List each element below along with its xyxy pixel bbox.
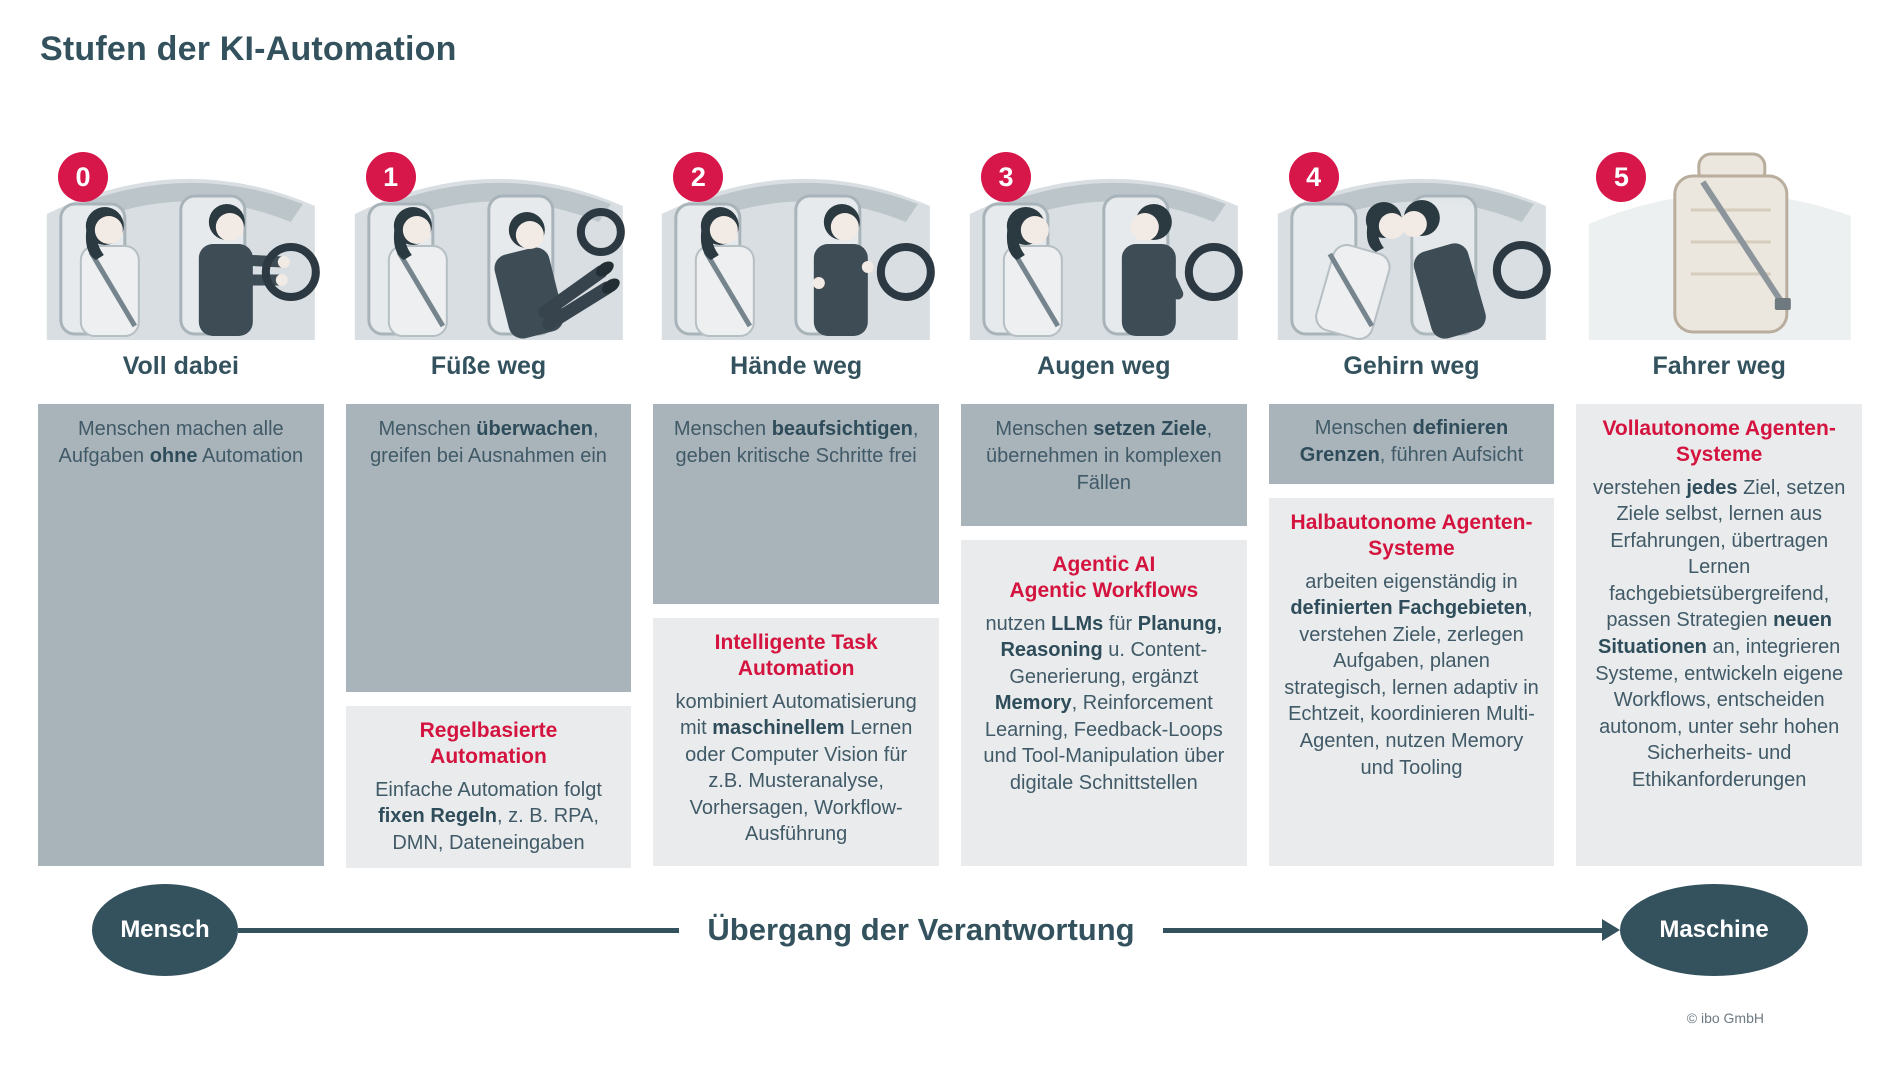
- level-3-title: Augen weg: [1037, 352, 1171, 380]
- car-scene-level-1-illustration: [354, 178, 625, 340]
- copyright-note: © ibo GmbH: [1686, 1010, 1764, 1026]
- level-1-ai-title: Regelbasierte Automation: [419, 719, 558, 769]
- level-4-human-role-box: Menschen definieren Grenzen, führen Aufs…: [1268, 404, 1555, 484]
- level-column-3: 3 Augen weg: [960, 128, 1247, 866]
- level-5-boxes: Vollautonome Agenten- Systeme verstehen …: [1576, 404, 1862, 866]
- level-column-0: 0: [38, 128, 324, 866]
- transition-line-left: [238, 927, 680, 933]
- level-0-figure: 0: [38, 128, 324, 340]
- level-0-title: Voll dabei: [122, 352, 239, 380]
- level-1-boxes: Menschen überwachen, greifen bei Ausnahm…: [345, 404, 632, 869]
- levels-grid: 0: [38, 128, 1862, 869]
- level-1-ai-text: Einfache Automation folgt fixen Regeln, …: [375, 778, 602, 854]
- level-4-title: Gehirn weg: [1343, 352, 1480, 380]
- level-5-number-badge: 5: [1596, 152, 1647, 202]
- level-5-figure: 5: [1576, 128, 1862, 340]
- level-2-human-role-box: Menschen beaufsichtigen, geben kritische…: [653, 404, 939, 604]
- level-1-figure: 1: [346, 128, 632, 340]
- transition-line-arrow: [1162, 927, 1605, 933]
- level-1-ai-capability-box: Regelbasierte Automation Einfache Automa…: [345, 706, 632, 869]
- level-3-boxes: Menschen setzen Ziele, übernehmen in kom…: [960, 404, 1247, 866]
- level-2-number-badge: 2: [673, 152, 724, 202]
- level-0-human-role-box: Menschen machen alle Aufgaben ohne Autom…: [38, 404, 324, 866]
- transition-label: Übergang der Verantwortung: [707, 912, 1135, 947]
- level-1-human-text: Menschen überwachen, greifen bei Ausnahm…: [370, 418, 607, 467]
- level-2-figure: 2: [653, 128, 939, 340]
- level-1-number-badge: 1: [365, 152, 416, 202]
- car-scene-level-4-illustration: [1277, 178, 1551, 340]
- level-4-human-text: Menschen definieren Grenzen, führen Aufs…: [1299, 417, 1524, 466]
- level-3-ai-text: nutzen LLMs für Planung, Reasoning u. Co…: [983, 612, 1225, 795]
- level-0-human-text: Menschen machen alle Aufgaben ohne Autom…: [58, 418, 304, 467]
- level-5-title: Fahrer weg: [1652, 352, 1786, 380]
- level-4-ai-capability-box: Halbautonome Agenten- Systeme arbeiten e…: [1268, 498, 1555, 866]
- level-4-number-badge: 4: [1288, 152, 1339, 202]
- page-title: Stufen der KI-Automation: [40, 30, 457, 68]
- level-column-1: 1: [345, 128, 632, 869]
- level-5-ai-title: Vollautonome Agenten- Systeme: [1602, 417, 1836, 467]
- level-2-ai-title: Intelligente Task Automation: [714, 631, 878, 681]
- level-1-human-role-box: Menschen überwachen, greifen bei Ausnahm…: [345, 404, 632, 692]
- mensch-oval: Mensch: [92, 884, 238, 976]
- responsibility-transition-band: Mensch Übergang der Verantwortung Maschi…: [92, 882, 1809, 978]
- level-column-2: 2: [653, 128, 939, 866]
- level-3-figure: 3: [961, 128, 1247, 340]
- level-0-boxes: Menschen machen alle Aufgaben ohne Autom…: [38, 404, 324, 866]
- level-2-boxes: Menschen beaufsichtigen, geben kritische…: [653, 404, 939, 866]
- car-scene-level-2-illustration: [662, 178, 936, 340]
- level-column-4: 4 Gehirn weg: [1268, 128, 1555, 866]
- level-3-number-badge: 3: [980, 152, 1031, 202]
- level-5-ai-text: verstehen jedes Ziel, setzen Ziele selbs…: [1592, 476, 1846, 792]
- maschine-oval: Maschine: [1620, 884, 1809, 976]
- level-column-5: 5 Fahrer weg Vollautonome Agenten- Syste…: [1576, 128, 1862, 866]
- level-2-ai-text: kombiniert Automatisierung mit maschinel…: [675, 690, 917, 846]
- car-scene-level-0-illustration: [46, 178, 320, 340]
- level-4-ai-text: arbeiten eigenständig in definierten Fac…: [1284, 570, 1539, 779]
- level-2-human-text: Menschen beaufsichtigen, geben kritische…: [673, 418, 919, 467]
- level-5-ai-capability-box: Vollautonome Agenten- Systeme verstehen …: [1576, 404, 1862, 866]
- level-4-ai-title: Halbautonome Agenten- Systeme: [1290, 511, 1533, 561]
- level-0-number-badge: 0: [58, 152, 108, 202]
- level-2-ai-capability-box: Intelligente Task Automation kombiniert …: [653, 618, 939, 866]
- level-1-title: Füße weg: [430, 352, 547, 380]
- level-3-human-role-box: Menschen setzen Ziele, übernehmen in kom…: [960, 404, 1247, 526]
- car-scene-level-3-illustration: [969, 178, 1243, 340]
- level-3-human-text: Menschen setzen Ziele, übernehmen in kom…: [985, 418, 1222, 494]
- car-scene-level-5-illustration: [1589, 152, 1852, 340]
- level-3-ai-title: Agentic AI Agentic Workflows: [1009, 553, 1199, 603]
- level-4-boxes: Menschen definieren Grenzen, führen Aufs…: [1268, 404, 1555, 866]
- level-3-ai-capability-box: Agentic AI Agentic Workflows nutzen LLMs…: [960, 540, 1247, 866]
- level-2-title: Hände weg: [730, 352, 863, 380]
- level-4-figure: 4: [1269, 128, 1555, 340]
